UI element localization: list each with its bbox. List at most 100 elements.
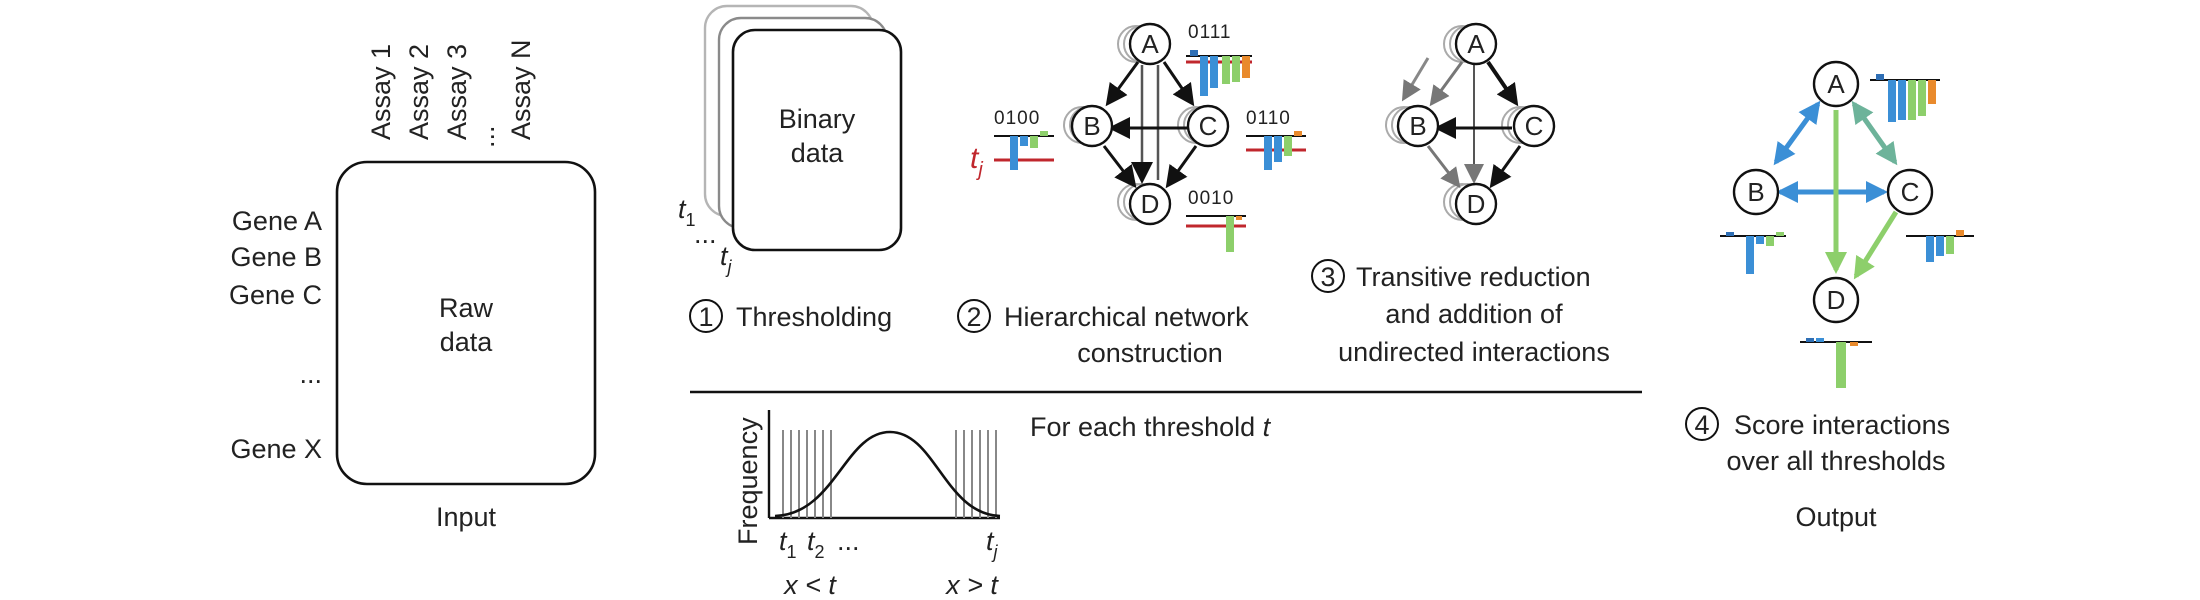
bits-label-d: 0010 xyxy=(1188,188,1234,209)
bits-label-c: 0110 xyxy=(1246,108,1291,129)
assay-label-1: Assay 1 xyxy=(366,44,396,140)
step-3-label-line2: and addition of xyxy=(1385,299,1563,329)
net3-edge-a-c xyxy=(1486,60,1519,107)
threshold-lines-high xyxy=(955,430,997,518)
out-bars-d xyxy=(1800,338,1872,388)
out-bars-b xyxy=(1720,232,1786,274)
net2-node-b xyxy=(1070,104,1114,148)
out-node-b-label: B xyxy=(1747,177,1764,207)
hierarchical-network: A B C D 0111 0100 0110 0010 tj xyxy=(970,22,1306,252)
net3-node-c xyxy=(1512,104,1556,148)
net3-node-b xyxy=(1396,104,1440,148)
net3-node-b-label: B xyxy=(1409,111,1426,141)
step-2-caption: 2 Hierarchical network construction xyxy=(957,299,1249,368)
out-node-c-label: C xyxy=(1901,177,1920,207)
raw-data-line2: data xyxy=(440,327,494,357)
net2-node-c xyxy=(1186,104,1230,148)
out-node-a xyxy=(1812,60,1860,108)
step-2-number-circle xyxy=(957,299,991,333)
net3-node-a-label: A xyxy=(1467,29,1485,59)
net3-edge-c-d xyxy=(1489,145,1522,189)
gene-label-x: Gene X xyxy=(230,434,322,464)
step-4-label-line1: Score interactions xyxy=(1734,410,1950,440)
reduced-network: A B C D xyxy=(1385,22,1556,226)
net3-node-d xyxy=(1454,182,1498,226)
frequency-histogram: Frequency t1 t2 ... tj x < t x > t For e… xyxy=(733,410,1272,600)
net3-edge-b-d xyxy=(1426,145,1461,189)
out-edge-c-d xyxy=(1853,210,1899,280)
for-each-threshold-caption: For each threshold t xyxy=(1030,412,1272,442)
out-node-d-label: D xyxy=(1827,285,1846,315)
net3-edge-a-b xyxy=(1429,61,1464,107)
histogram-tj-label: tj xyxy=(986,526,999,562)
binary-data-stack: Binary data t1 ... tj xyxy=(678,4,903,277)
out-node-d xyxy=(1812,276,1860,324)
threshold-lines-low xyxy=(782,430,832,518)
threshold-tj-label: tj xyxy=(970,142,983,181)
histogram-ellipsis: ... xyxy=(837,526,860,556)
gene-label-c: Gene C xyxy=(229,280,322,310)
step-4-label-line2: over all thresholds xyxy=(1726,446,1945,476)
stack-card-front xyxy=(731,28,903,252)
raw-data-box xyxy=(335,160,597,486)
net2-node-b-label: B xyxy=(1083,111,1100,141)
out-bars-a xyxy=(1870,74,1940,122)
bars-b xyxy=(994,131,1054,170)
distribution-curve xyxy=(774,430,1001,518)
net2-edge-c-d xyxy=(1165,145,1198,189)
net3-edge-a-b-grey xyxy=(1401,57,1430,102)
step-4-number-circle xyxy=(1685,407,1719,441)
out-node-b xyxy=(1732,168,1780,216)
bars-a xyxy=(1186,50,1252,96)
step-2-label-line1: Hierarchical network xyxy=(1004,302,1249,332)
net2-node-a xyxy=(1128,22,1172,66)
step-1-caption: 1 Thresholding xyxy=(689,299,892,333)
net2-edge-a-c xyxy=(1162,61,1195,107)
step-2-number: 2 xyxy=(966,302,981,332)
net2-node-d xyxy=(1128,182,1172,226)
stack-tj-label: tj xyxy=(720,241,733,277)
binary-data-line2: data xyxy=(791,138,845,168)
step-1-label: Thresholding xyxy=(736,302,892,332)
input-panel: Assay 1 Assay 2 Assay 3 ... Assay N Raw … xyxy=(229,39,597,532)
bars-c xyxy=(1246,131,1306,170)
step-3-number: 3 xyxy=(1320,262,1335,292)
gene-label-ellipsis: ... xyxy=(299,359,322,389)
histogram-t2-label: t2 xyxy=(807,526,825,562)
condition-above-label: x > t xyxy=(944,570,999,600)
net2-node-d-label: D xyxy=(1141,189,1160,219)
net2-edge-b-d xyxy=(1102,145,1137,189)
out-node-c xyxy=(1886,168,1934,216)
out-node-a-label: A xyxy=(1827,69,1845,99)
out-edge-a-b xyxy=(1773,100,1821,166)
bars-d xyxy=(1186,215,1246,252)
histogram-ylabel: Frequency xyxy=(733,417,763,545)
step-3-number-circle xyxy=(1311,259,1345,293)
binary-data-line1: Binary xyxy=(779,104,856,134)
assay-label-2: Assay 2 xyxy=(404,44,434,140)
net3-node-a xyxy=(1454,22,1498,66)
net3-node-c-label: C xyxy=(1525,111,1544,141)
assay-label-ellipsis: ... xyxy=(470,125,500,148)
assay-label-3: Assay 3 xyxy=(442,44,472,140)
output-caption: Output xyxy=(1795,502,1877,532)
net2-node-c-label: C xyxy=(1199,111,1218,141)
step-1-number-circle xyxy=(689,299,723,333)
condition-below-label: x < t xyxy=(782,570,837,600)
net3-node-d-label: D xyxy=(1467,189,1486,219)
input-caption: Input xyxy=(436,502,497,532)
step-1-number: 1 xyxy=(698,302,713,332)
net2-edge-a-b xyxy=(1105,61,1140,107)
output-network: A B C D xyxy=(1685,60,1974,532)
step-3-label-line3: undirected interactions xyxy=(1338,337,1610,367)
histogram-t1-label: t1 xyxy=(779,526,797,562)
assay-label-n: Assay N xyxy=(506,39,536,140)
out-edge-a-c xyxy=(1851,100,1898,166)
gene-label-a: Gene A xyxy=(232,206,322,236)
step-3-label-line1: Transitive reduction xyxy=(1356,262,1591,292)
step-2-label-line2: construction xyxy=(1077,338,1223,368)
gene-label-b: Gene B xyxy=(230,242,322,272)
step-4-number: 4 xyxy=(1694,410,1709,440)
bits-label-b: 0100 xyxy=(994,108,1040,129)
